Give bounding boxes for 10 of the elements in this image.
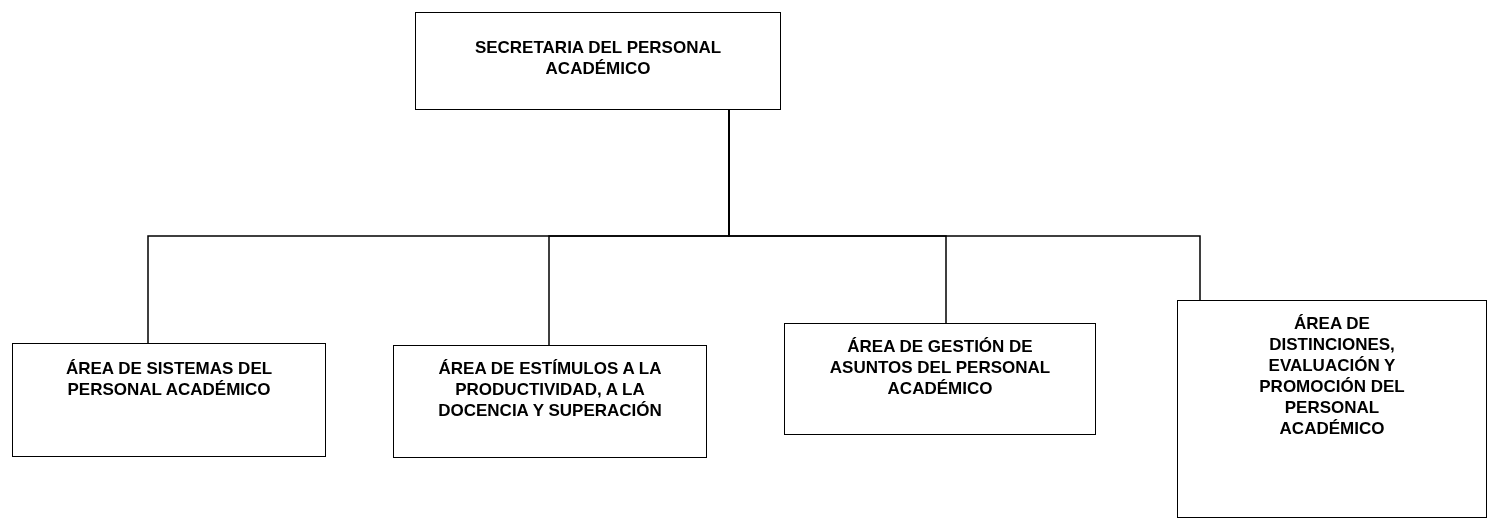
box-label: ÁREA DE DISTINCIONES, EVALUACIÓN Y PROMOCIÓN DEL PERSONAL ACADÉMICO: [1258, 313, 1406, 439]
org-box: [393, 345, 707, 458]
org-box: [784, 323, 1096, 435]
org-box: [1177, 300, 1487, 518]
org-box: [415, 12, 781, 110]
box-label: SECRETARIA DEL PERSONAL ACADÉMICO: [473, 37, 723, 79]
box-label: ÁREA DE ESTÍMULOS A LA PRODUCTIVIDAD, A LA DOCENCIA Y SUPERACIÓN: [437, 358, 663, 421]
org-box: [12, 343, 326, 457]
box-label: ÁREA DE GESTIÓN DE ASUNTOS DEL PERSONAL ACADÉMICO: [828, 336, 1052, 399]
box-label: ÁREA DE SISTEMAS DEL PERSONAL ACADÉMICO: [64, 358, 274, 400]
